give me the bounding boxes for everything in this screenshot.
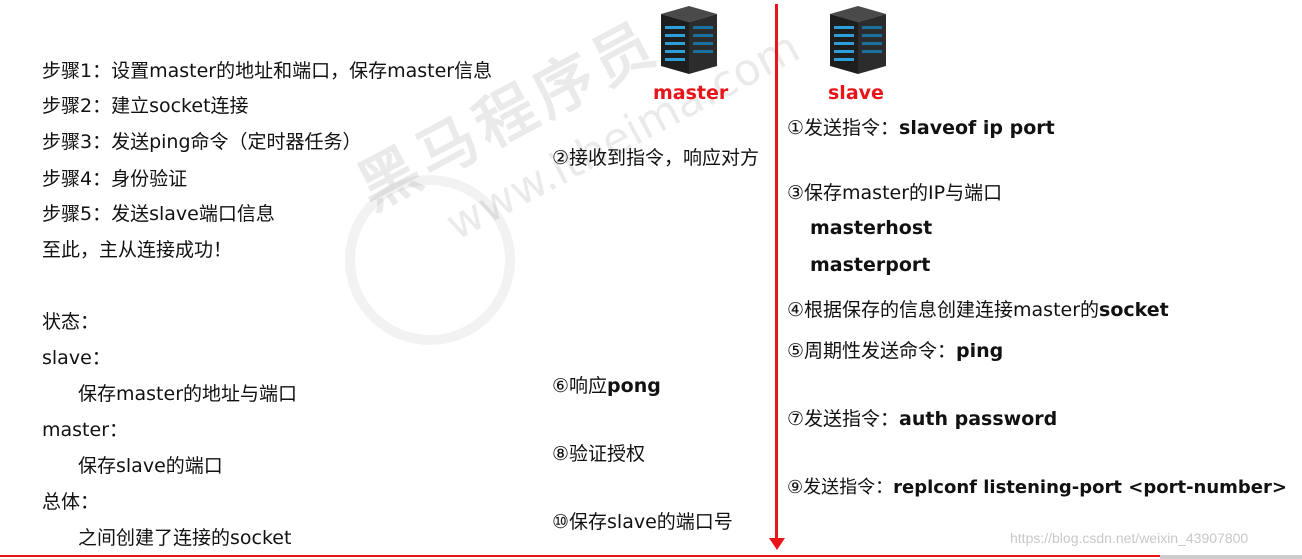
state-title: 状态：	[42, 311, 100, 333]
credit-watermark: https://blog.csdn.net/weixin_43907800	[1010, 530, 1249, 546]
master-label: master	[653, 82, 729, 104]
slave-item-1-cmd: slaveof ip port	[899, 117, 1055, 139]
master-server-icon	[661, 6, 717, 74]
master-item-10: ⑩保存slave的端口号	[552, 511, 733, 533]
slave-item-9-text: ⑨发送指令：	[787, 477, 894, 498]
step-done: 至此，主从连接成功！	[42, 239, 233, 261]
slave-item-4: ④根据保存的信息创建连接master的socket	[787, 298, 1169, 322]
slave-item-7: ⑦发送指令：auth password	[787, 407, 1057, 431]
slave-detail: 保存master的地址与端口	[78, 383, 298, 405]
master-item-8: ⑧验证授权	[552, 443, 646, 465]
master-item-6: ⑥响应pong	[552, 374, 661, 398]
slave-item-7-text: ⑦发送指令：	[787, 408, 900, 430]
slave-item-5-text: ⑤周期性发送命令：	[787, 340, 957, 362]
timeline-divider	[775, 4, 778, 542]
slave-item-9-bold: replconf listening-port <port-number>	[893, 477, 1287, 498]
step-3: 步骤3：发送ping命令（定时器任务）	[42, 131, 362, 153]
slave-server-icon	[830, 6, 886, 74]
bottom-rule	[0, 555, 1302, 557]
slave-label: slave	[828, 82, 884, 104]
step-5: 步骤5：发送slave端口信息	[42, 203, 275, 225]
timeline-arrow-icon	[769, 538, 785, 550]
slave-item-7-bold: auth password	[899, 408, 1058, 430]
master-detail: 保存slave的端口	[78, 455, 223, 477]
slave-item-1: ①发送指令：slaveof ip port	[787, 116, 1055, 140]
slave-title: slave：	[42, 347, 111, 369]
slave-item-4-bold: socket	[1099, 299, 1169, 321]
overall-detail: 之间创建了连接的socket	[78, 527, 292, 549]
master-item-2: ②接收到指令，响应对方	[552, 147, 760, 169]
overall-title: 总体：	[42, 491, 100, 513]
bottom-rule-fade	[1160, 555, 1302, 559]
slave-item-5-bold: ping	[956, 340, 1004, 362]
master-item-6-bold: pong	[607, 375, 661, 397]
slave-item-5: ⑤周期性发送命令：ping	[787, 339, 1003, 363]
watermark: 黑马程序员 www.itheima.com	[340, 0, 808, 279]
slave-item-9: ⑨发送指令：replconf listening-port <port-numb…	[787, 476, 1287, 500]
step-1: 步骤1：设置master的地址和端口，保存master信息	[42, 60, 493, 82]
watermark-logo	[345, 175, 515, 345]
slave-item-1-text: ①发送指令：	[787, 117, 900, 139]
slave-item-3-port: masterport	[810, 254, 931, 276]
step-4: 步骤4：身份验证	[42, 168, 188, 190]
master-item-6-text: ⑥响应	[552, 375, 608, 397]
slave-item-3-host: masterhost	[810, 217, 933, 239]
slave-item-3: ③保存master的IP与端口	[787, 182, 1003, 204]
master-title: master：	[42, 419, 129, 441]
slave-item-4-text: ④根据保存的信息创建连接master的	[787, 299, 1100, 321]
step-2: 步骤2：建立socket连接	[42, 95, 249, 117]
